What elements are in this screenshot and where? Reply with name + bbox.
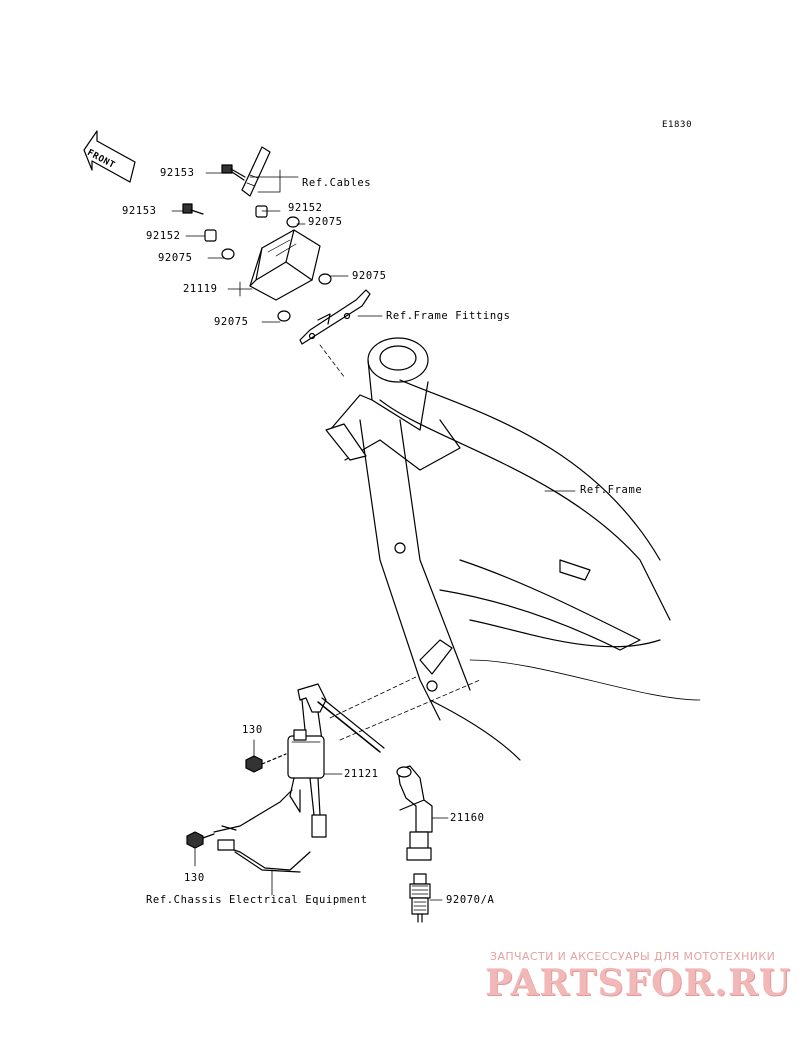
spark-plug-92070 bbox=[409, 873, 431, 923]
bolt-92153-upper bbox=[221, 164, 246, 181]
part-label-92153-upper: 92153 bbox=[160, 167, 195, 179]
part-label-92153-lower: 92153 bbox=[122, 205, 157, 217]
bolt-92153-lower bbox=[182, 203, 204, 215]
part-label-92075-c: 92075 bbox=[352, 270, 387, 282]
bolt-130-upper bbox=[245, 753, 287, 773]
ref-label-frame-fittings: Ref.Frame Fittings bbox=[386, 310, 511, 322]
part-label-92152-lower: 92152 bbox=[146, 230, 181, 242]
grommet-92075-d bbox=[277, 310, 291, 322]
cdi-unit-21119 bbox=[249, 229, 321, 301]
frame-fitting-bracket bbox=[299, 289, 371, 345]
ref-label-frame: Ref.Frame bbox=[580, 484, 643, 496]
part-label-92075-b: 92075 bbox=[158, 252, 193, 264]
spark-plug-cap-21160 bbox=[396, 765, 433, 861]
part-label-21119: 21119 bbox=[183, 283, 218, 295]
grommet-92075-b bbox=[221, 248, 235, 260]
ref-label-chassis-electrical: Ref.Chassis Electrical Equipment bbox=[146, 894, 368, 906]
part-label-21121: 21121 bbox=[344, 768, 379, 780]
cable-strap bbox=[241, 146, 271, 197]
collar-92152-lower bbox=[204, 229, 217, 242]
part-label-92152-upper: 92152 bbox=[288, 202, 323, 214]
part-label-92075-d: 92075 bbox=[214, 316, 249, 328]
front-arrow-icon bbox=[83, 130, 136, 183]
diagram-code: E1830 bbox=[662, 120, 693, 130]
part-label-92070: 92070/A bbox=[446, 894, 495, 906]
motorcycle-frame bbox=[325, 337, 701, 761]
ignition-coil-21121 bbox=[287, 683, 327, 838]
ref-label-cables: Ref.Cables bbox=[302, 177, 372, 189]
part-label-21160: 21160 bbox=[450, 812, 485, 824]
part-label-92075-a: 92075 bbox=[308, 216, 343, 228]
bolt-130-lower bbox=[186, 831, 215, 849]
part-label-130-lower: 130 bbox=[184, 872, 205, 884]
collar-92152-upper bbox=[255, 205, 268, 218]
watermark-logo: PARTSFOR.RU bbox=[485, 962, 792, 1004]
wiring-harness bbox=[213, 789, 311, 873]
part-label-130-upper: 130 bbox=[242, 724, 263, 736]
grommet-92075-a bbox=[286, 216, 300, 228]
watermark-tagline: ЗАПЧАСТИ И АКСЕССУАРЫ ДЛЯ МОТОТЕХНИКИ bbox=[490, 950, 776, 963]
grommet-92075-c bbox=[318, 273, 332, 285]
